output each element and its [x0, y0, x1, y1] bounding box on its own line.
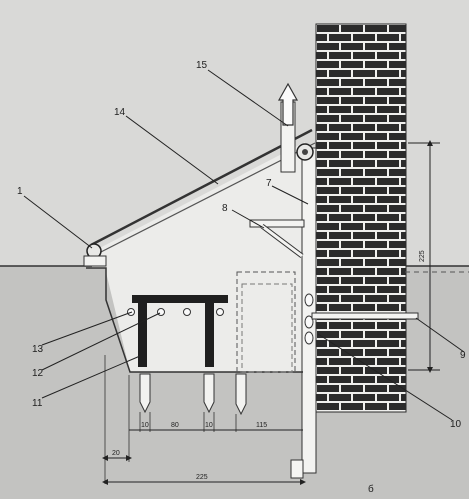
callout-8: 8 [222, 203, 228, 214]
heating-pipe-4 [216, 308, 224, 316]
bench-leg-left [138, 303, 147, 367]
leader-14 [125, 115, 219, 185]
bench-leg-right [205, 303, 214, 367]
shelf-brace-inner [261, 224, 303, 258]
callout-14: 14 [114, 107, 126, 118]
dim-total-label: 225 [196, 474, 208, 481]
dim-10-left-label: 10 [141, 422, 149, 429]
roof-ridge-hinge-inner [302, 149, 308, 155]
roof-support-block [83, 255, 107, 267]
dim-10-right-label: 10 [205, 422, 213, 429]
brick-wall [315, 23, 407, 413]
roof-frame [90, 128, 313, 247]
stake-1 [139, 373, 151, 414]
callout-12: 12 [32, 368, 44, 379]
heating-pipe-3 [183, 308, 191, 316]
greenhouse-upper-air [92, 142, 305, 268]
leader-8 [231, 209, 265, 229]
dim-115-label: 115 [256, 422, 267, 429]
callout-11: 11 [32, 398, 43, 409]
post-footing [290, 459, 304, 479]
callout-9: 9 [460, 350, 466, 361]
leader-15 [207, 69, 289, 127]
leader-10 [317, 333, 453, 421]
dim-80-label: 80 [171, 422, 179, 429]
dim-wall-height-label: 225 [419, 250, 426, 262]
dim-20-label: 20 [112, 450, 120, 457]
through-wall-beam [311, 312, 419, 320]
stake-2 [203, 373, 215, 414]
heating-pipe-2 [157, 308, 165, 316]
leader-1 [23, 195, 93, 249]
callout-15: 15 [196, 60, 208, 71]
stake-3 [235, 373, 247, 416]
figure-letter: б [368, 483, 374, 495]
pit-outline [86, 267, 303, 373]
callout-13: 13 [32, 344, 44, 355]
leader-7 [271, 185, 309, 205]
leader-11 [41, 355, 141, 399]
wall-shelf [249, 219, 305, 228]
wall-post [301, 147, 317, 474]
callout-10: 10 [450, 419, 462, 430]
bench-top [132, 295, 228, 303]
leader-12 [41, 312, 161, 371]
heating-pipe-lower [304, 331, 314, 345]
door-inner [241, 283, 293, 373]
vent-arrow-icon [277, 82, 299, 126]
leader-9 [415, 317, 465, 353]
roof-glass [96, 142, 316, 255]
anchor-bolt [304, 293, 314, 307]
callout-1: 1 [17, 186, 23, 197]
leader-13 [41, 311, 133, 346]
heating-pipe-upper [304, 315, 314, 329]
callout-7: 7 [266, 178, 272, 189]
